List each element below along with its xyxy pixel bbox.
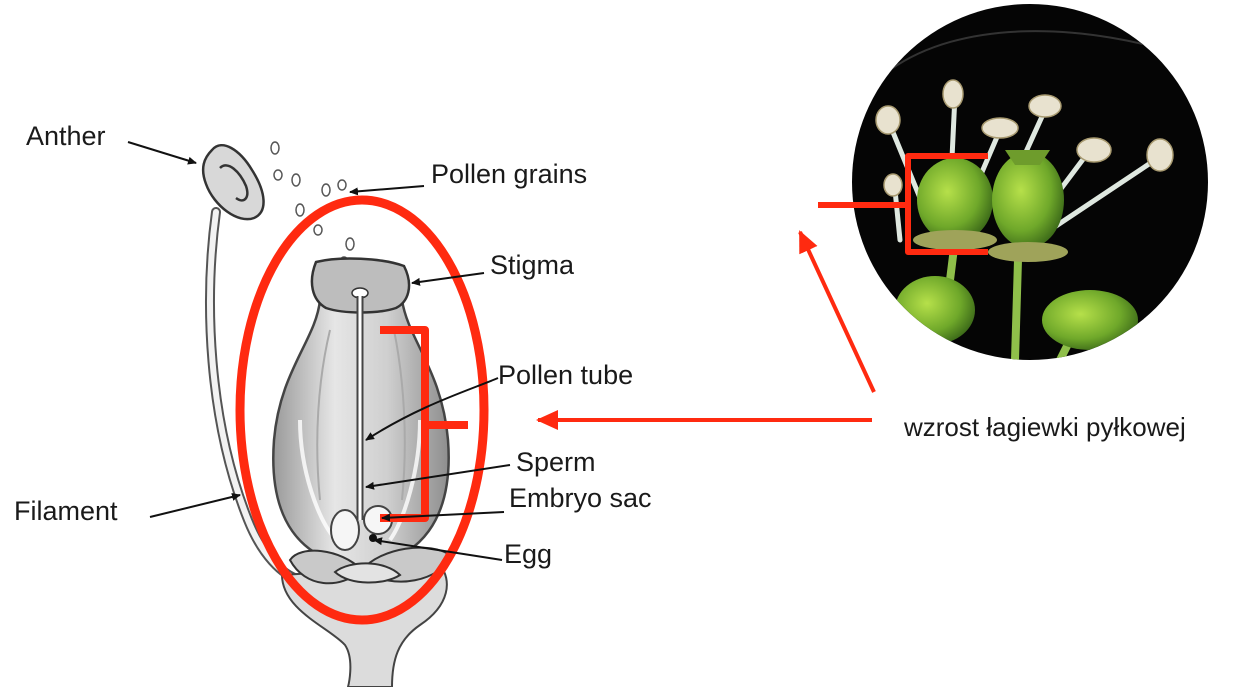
- label-stigma: Stigma: [490, 250, 575, 280]
- caption-pollen-tube-growth: wzrost łagiewki pyłkowej: [903, 412, 1186, 442]
- label-pollen-tube: Pollen tube: [498, 360, 633, 390]
- label-sperm: Sperm: [516, 447, 596, 477]
- label-embryo-sac: Embryo sac: [509, 483, 652, 513]
- arrow-to-photo: [800, 232, 874, 392]
- label-filament: Filament: [14, 496, 118, 526]
- label-anther: Anther: [26, 121, 106, 151]
- label-pollen-grains: Pollen grains: [431, 159, 587, 189]
- label-egg: Egg: [504, 539, 552, 569]
- anther-shape: [203, 145, 263, 219]
- flower-photo: [818, 4, 1208, 360]
